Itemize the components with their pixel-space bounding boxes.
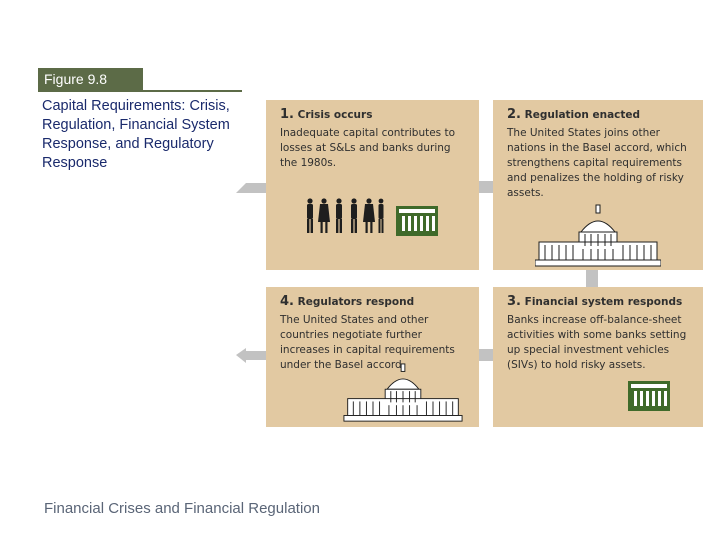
figure-divider <box>38 90 242 92</box>
bank-icon <box>396 206 438 236</box>
slide-footer: Financial Crises and Financial Regulatio… <box>44 500 320 517</box>
panel-regulators-respond: 4. Regulators respond The United States … <box>266 287 479 427</box>
panel-number: 2. <box>507 107 521 122</box>
panel-title-text: Financial system responds <box>524 296 683 308</box>
panel-title: 2. Regulation enacted <box>507 107 689 122</box>
figure-caption: Capital Requirements: Crisis, Regulation… <box>42 98 230 171</box>
panel-body: The United States joins other nations in… <box>507 127 687 199</box>
panel-title-text: Crisis occurs <box>297 109 373 121</box>
figure-label-tab: Figure 9.8 <box>38 68 143 90</box>
arrow-into-cycle-icon <box>236 183 268 193</box>
panel-crisis-occurs: 1. Crisis occurs Inadequate capital cont… <box>266 100 479 270</box>
panel-body: The United States and other countries ne… <box>280 314 455 371</box>
bank-icon <box>628 381 670 411</box>
panel-number: 4. <box>280 294 294 309</box>
panel-number: 1. <box>280 107 294 122</box>
panel-title: 3. Financial system responds <box>507 294 689 309</box>
panel-number: 3. <box>507 294 521 309</box>
connector-2-to-3 <box>586 270 598 287</box>
panel-regulation-enacted: 2. Regulation enacted The United States … <box>493 100 703 270</box>
panel-title-text: Regulation enacted <box>524 109 641 121</box>
people-icon <box>307 198 384 233</box>
connector-3-to-4 <box>479 349 493 361</box>
panel-title: 1. Crisis occurs <box>280 107 465 122</box>
panel-title-text: Regulators respond <box>297 296 415 308</box>
panel-title: 4. Regulators respond <box>280 294 465 309</box>
capitol-icon <box>343 363 463 422</box>
panel-financial-system-responds: 3. Financial system responds Banks incre… <box>493 287 703 427</box>
panel-body: Inadequate capital contributes to losses… <box>280 127 456 169</box>
arrow-out-of-cycle-icon <box>236 348 268 363</box>
connector-1-to-2 <box>479 181 493 193</box>
capitol-icon <box>535 204 661 267</box>
panel-body: Banks increase off-balance-sheet activit… <box>507 314 687 371</box>
